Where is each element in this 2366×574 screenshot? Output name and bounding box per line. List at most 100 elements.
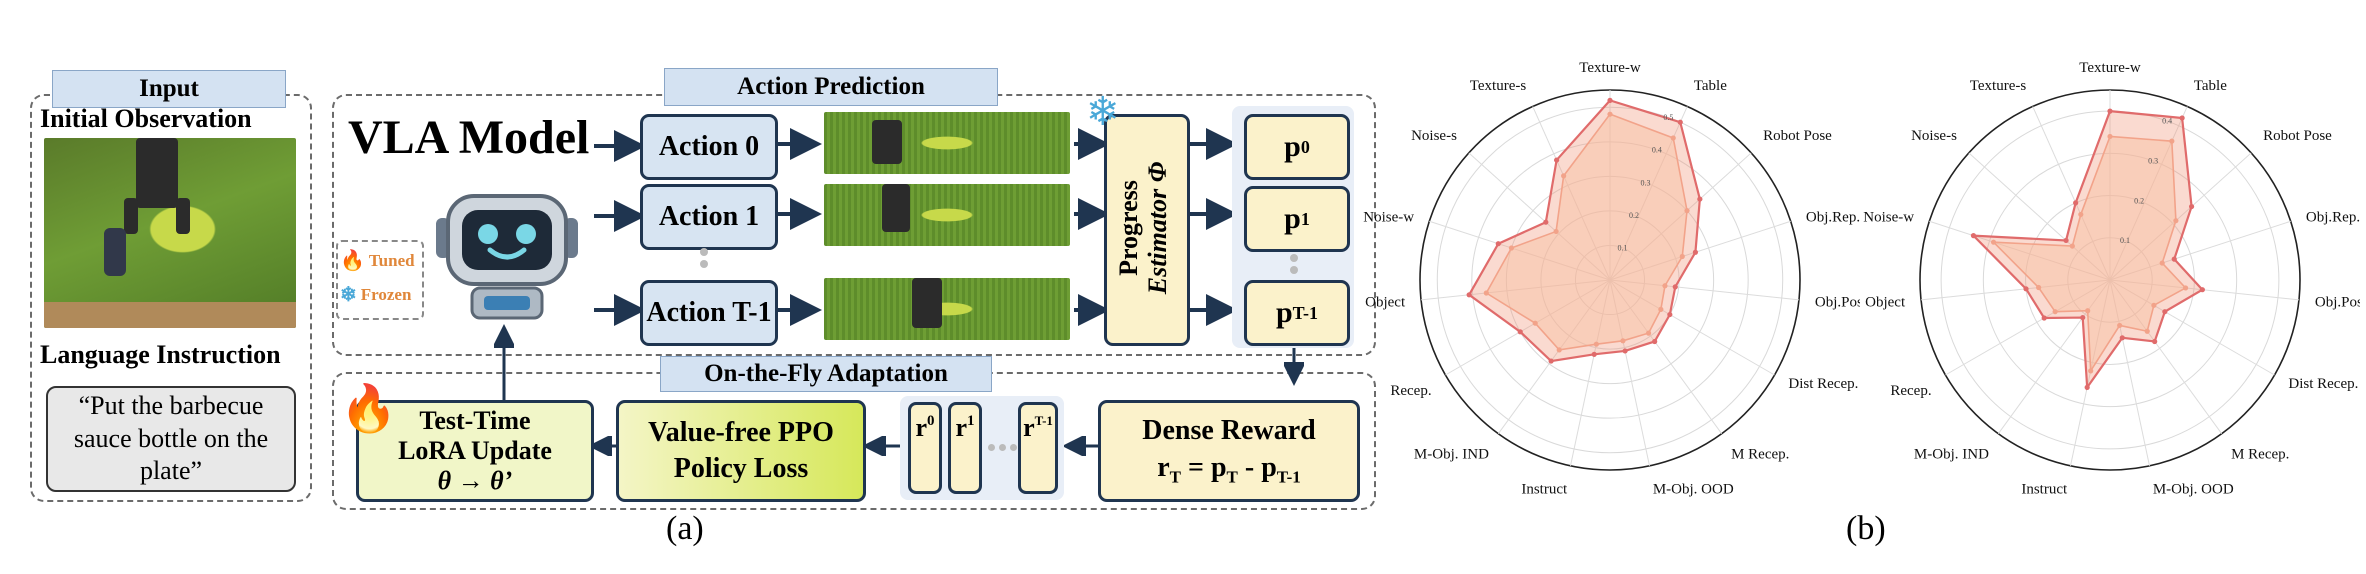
radar-spoke: [2109, 279, 2223, 435]
radar-point-1-11: [1483, 290, 1489, 296]
radar-spoke: [1609, 106, 1688, 281]
ellipsis-dots-progress: [1290, 250, 1300, 278]
radar-spoke: [2109, 106, 2188, 281]
language-instruction-label: Language Instruction: [40, 340, 281, 369]
radar-point-1-6: [2144, 328, 2150, 334]
radar-spoke: [2109, 220, 2291, 281]
radar-point-0-8: [2084, 384, 2090, 390]
radar-axis-label-10: Recep.: [1890, 383, 1931, 399]
radar-tick-label-0: 0.1: [2120, 236, 2130, 245]
action-arrows: [778, 128, 822, 326]
radar-spoke: [1609, 279, 1650, 466]
lora-line2: LoRA Update: [398, 436, 552, 466]
reward-1-base: r: [955, 413, 968, 442]
radar-point-0-13: [1543, 219, 1549, 225]
radar-tick-label-2: 0.3: [1640, 178, 1650, 187]
ppo-loss-box: Value-free PPO Policy Loss: [616, 400, 866, 502]
radar-point-1-14: [1561, 173, 1567, 179]
radar-point-0-7: [2119, 335, 2125, 341]
vla-arrows: [594, 130, 646, 326]
radar-point-0-9: [1548, 358, 1554, 364]
radar-point-1-14: [2078, 211, 2084, 218]
input-tag: Input: [52, 70, 286, 108]
radar-point-1-6: [1645, 330, 1652, 336]
radar-spoke: [1945, 279, 2111, 376]
ppo-to-lora-arrow: [588, 436, 618, 456]
radar-point-1-3: [1679, 253, 1685, 260]
radar-point-0-8: [1591, 351, 1597, 357]
radar-axis-label-13: Noise-s: [1911, 128, 1957, 144]
radar-point-0-3: [1692, 249, 1699, 255]
radar-spoke: [2109, 279, 2275, 376]
legend-frozen-label: Frozen: [360, 284, 412, 304]
radar-spoke: [1609, 279, 1723, 435]
radar-point-0-10: [1517, 329, 1523, 335]
adaptation-tag: On-the-Fly Adaptation: [660, 356, 992, 392]
radar-point-0-12: [1495, 241, 1501, 247]
radar-point-0-11: [2023, 286, 2029, 292]
radar-tick-label-2: 0.3: [2148, 157, 2158, 166]
initial-observation-label: Initial Observation: [40, 104, 252, 133]
observation-photo-0: [824, 112, 1070, 174]
reward-t-1-base: r: [1023, 413, 1035, 442]
radar-point-0-2: [1697, 196, 1703, 202]
lora-line1: Test-Time: [419, 406, 531, 436]
radar-axis-label-3: Obj.Rep.: [2306, 209, 2360, 225]
radar-tick-label-3: 0.4: [2162, 117, 2172, 126]
legend-frozen: ❄ Frozen: [340, 282, 411, 307]
radar-spoke: [1468, 152, 1611, 281]
progress-to-reward-arrow: [1284, 348, 1304, 386]
radar-point-0-7: [1622, 348, 1628, 354]
radar-point-0-4: [2199, 287, 2205, 293]
robot-icon: [436, 194, 578, 320]
radar-axis-label-14: Texture-s: [1470, 78, 1527, 94]
radar-axis-label-13: Noise-s: [1411, 128, 1457, 144]
radar-spoke: [2109, 279, 2150, 466]
radar-spoke: [1609, 220, 1791, 281]
radar-axis-label-2: Robot Pose: [2263, 128, 2332, 144]
radar-point-0-4: [1672, 284, 1678, 290]
radar-point-0-14: [2073, 200, 2079, 206]
radar-series-polygon-1: [1485, 113, 1688, 351]
radar-axis-label-11: Object: [1365, 295, 1406, 311]
radar-axis-label-5: Dist Recep.: [1788, 376, 1858, 392]
radar-series-polygon-1: [1991, 135, 2187, 374]
radar-point-1-3: [2159, 260, 2165, 266]
radar-point-1-13: [1553, 228, 1559, 235]
radar-point-1-8: [1593, 341, 1599, 347]
radar-axis-label-12: Noise-w: [1863, 209, 1914, 225]
radar-spoke: [1570, 279, 1611, 466]
reward-to-r-arrow: [1062, 436, 1100, 456]
radar-axis-label-8: Instruct: [2021, 481, 2068, 497]
dense-reward-title: Dense Reward: [1142, 415, 1316, 447]
dense-reward-box: Dense Reward rT = pT - pT-1: [1098, 400, 1360, 502]
action-box-0: Action 0: [640, 114, 778, 180]
reward-1-sub: 1: [967, 413, 975, 429]
radar-spoke: [1497, 279, 1611, 435]
photo-arrows: [1074, 128, 1110, 326]
radar-point-1-1: [2169, 138, 2175, 144]
radar-spoke: [1997, 279, 2111, 435]
radar-axis-label-6: M Recep.: [2231, 447, 2289, 463]
progress-estimator-line1: Progress: [1114, 180, 1144, 276]
radar-point-1-12: [1508, 245, 1515, 251]
radar-point-1-10: [2052, 309, 2058, 315]
reward-t-1-sub: T-1: [1034, 413, 1053, 428]
observation-photo-t-1: [824, 278, 1070, 340]
radar-point-0-6: [1652, 338, 1658, 345]
radar-tick-label-0: 0.1: [1617, 243, 1627, 252]
radar-point-1-5: [1658, 306, 1664, 312]
flame-icon: 🔥: [340, 383, 398, 434]
radar-axis-label-14: Texture-s: [1970, 78, 2027, 94]
radar-tick-label-1: 0.2: [2134, 196, 2144, 205]
radar-point-0-13: [2063, 237, 2069, 244]
radar-spoke: [1609, 279, 1800, 301]
progress-1-base: p: [1284, 202, 1301, 235]
radar-point-1-4: [1662, 283, 1668, 289]
radar-axis-label-3: Obj.Rep.: [1806, 209, 1860, 225]
ppo-line1: Value-free PPO: [648, 416, 834, 448]
